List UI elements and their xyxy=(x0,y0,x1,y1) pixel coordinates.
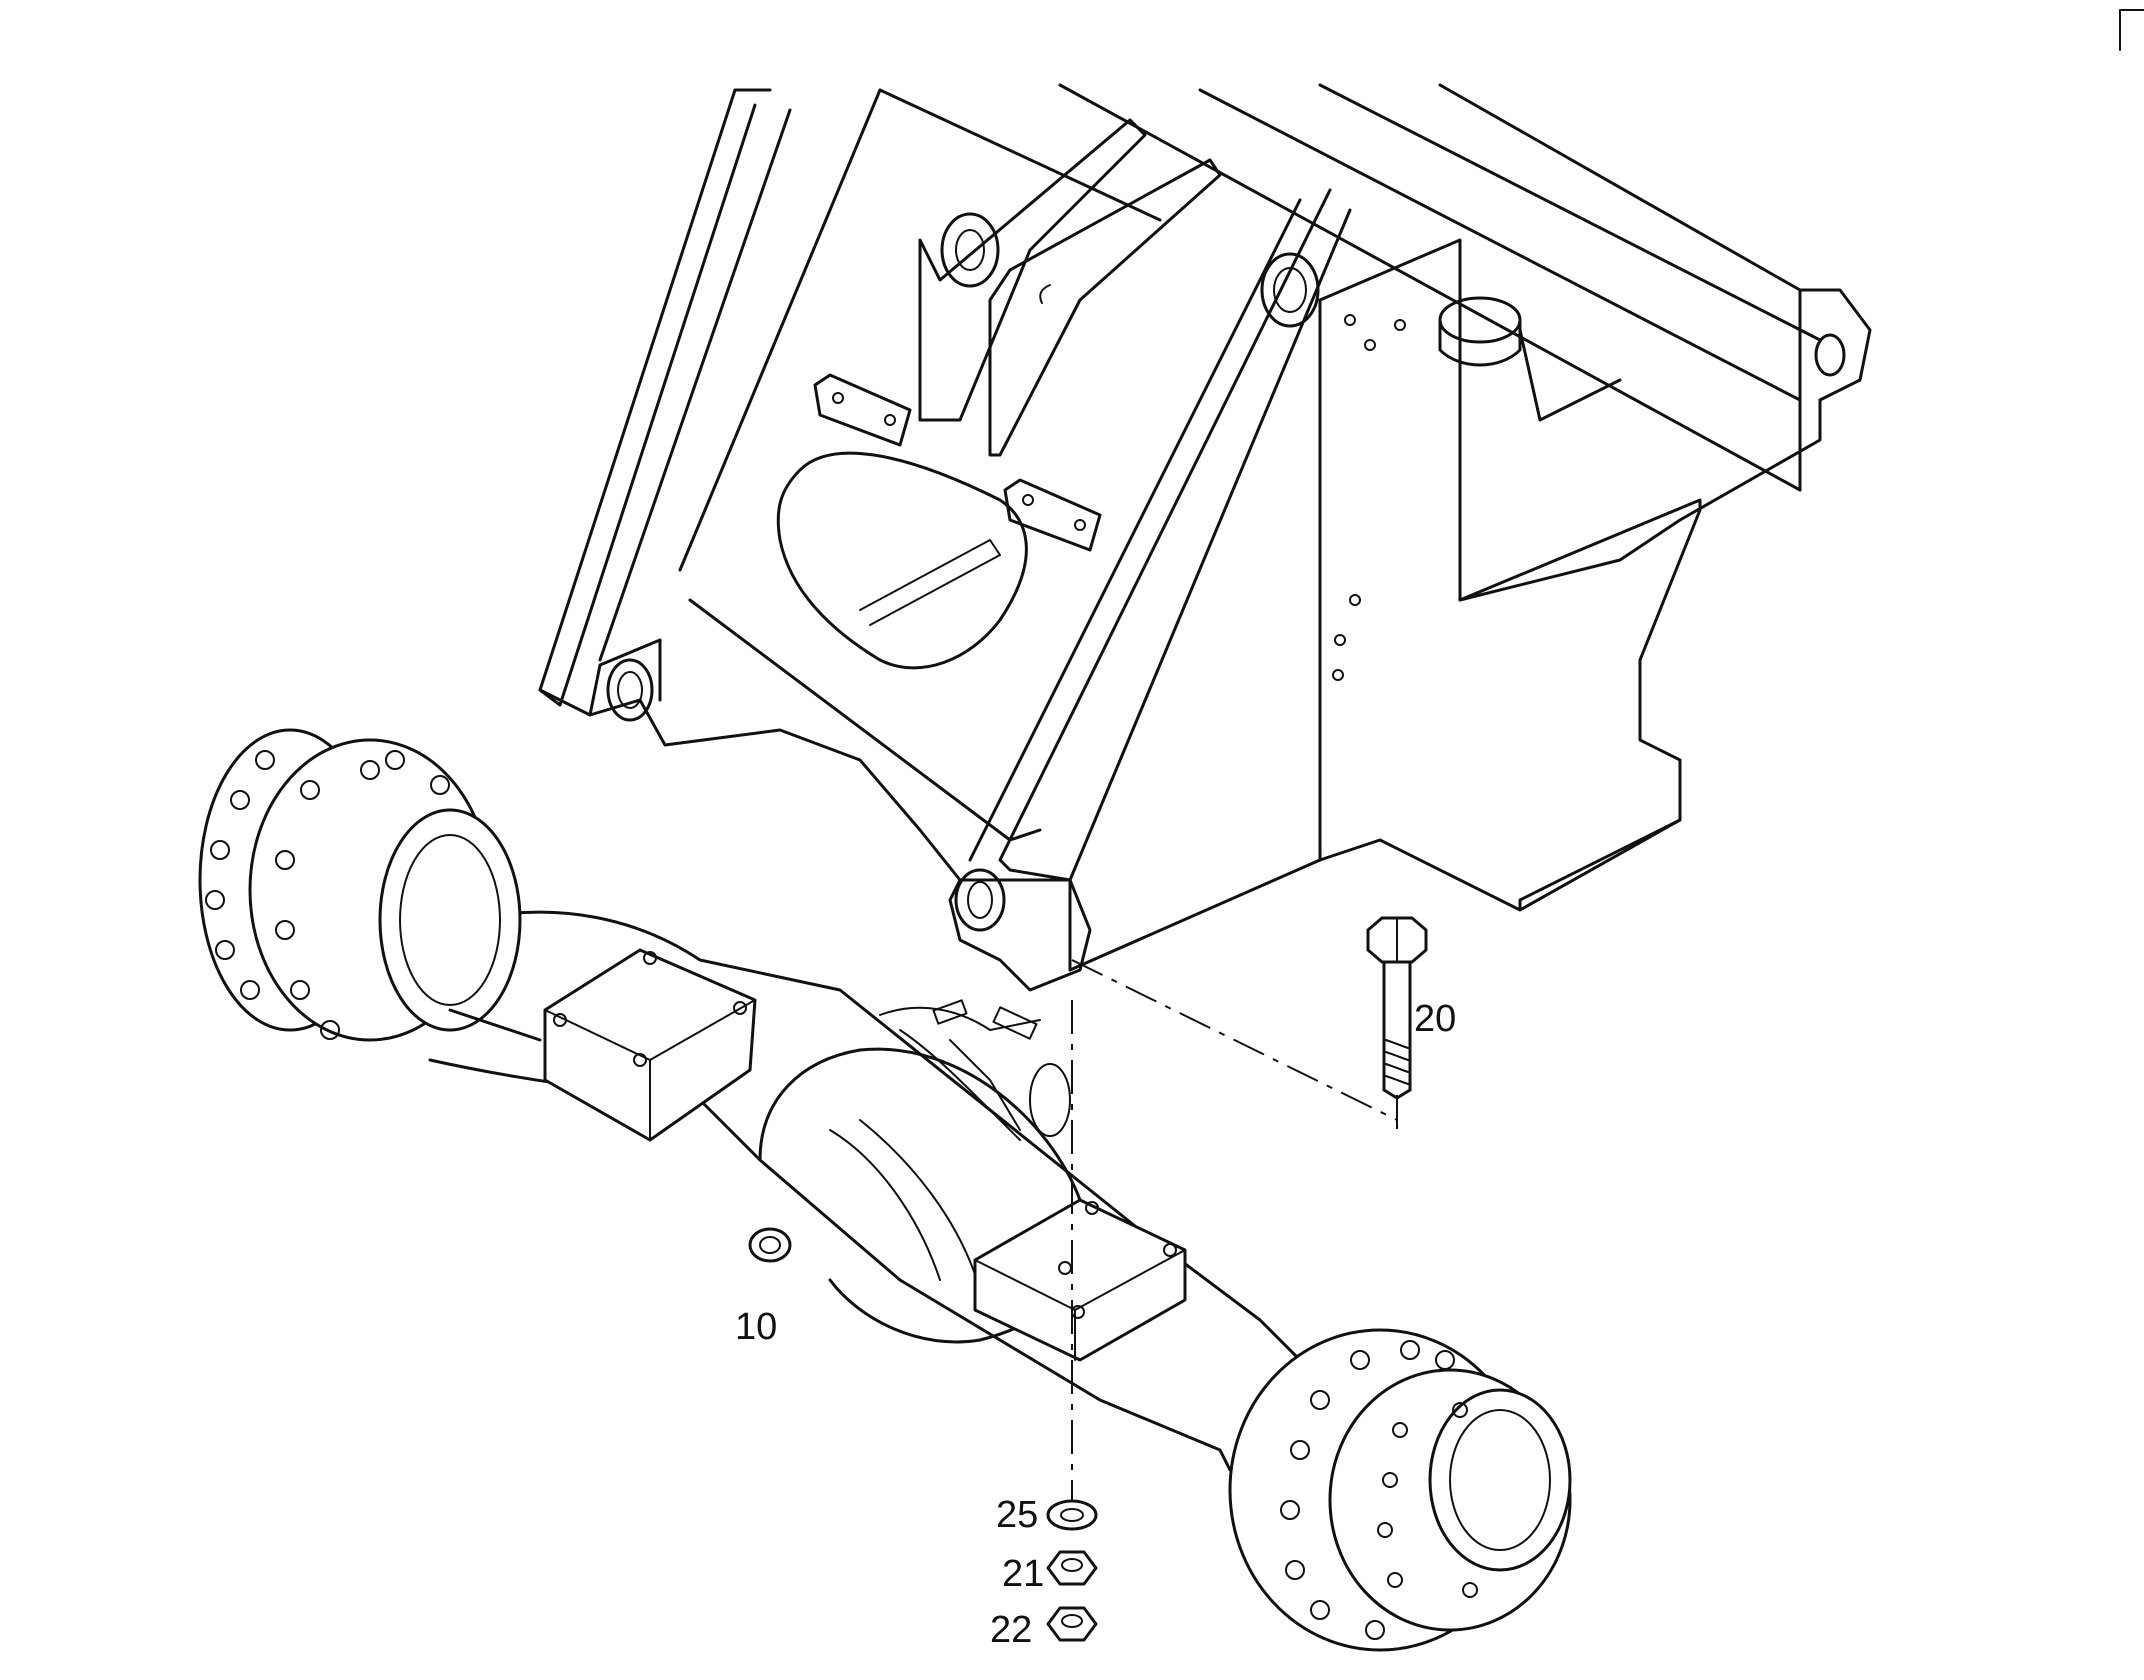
axle-assembly xyxy=(198,728,1572,1652)
bolt-part xyxy=(1366,916,1428,1100)
centerlines xyxy=(1071,959,1398,1500)
fastener-stack xyxy=(1046,1499,1098,1642)
callout-nut-21: 21 xyxy=(1002,1553,1045,1595)
right-hub-bolts xyxy=(1280,1340,1478,1640)
callout-washer-25: 25 xyxy=(996,1494,1039,1536)
left-hub-bolts xyxy=(205,750,450,1040)
callout-bolt-20: 20 xyxy=(1414,998,1457,1040)
callout-locknut-22: 22 xyxy=(990,1609,1033,1651)
callout-axle-10: 10 xyxy=(735,1306,778,1348)
chassis-frame xyxy=(538,83,1872,992)
corner-mark xyxy=(2119,9,2144,51)
